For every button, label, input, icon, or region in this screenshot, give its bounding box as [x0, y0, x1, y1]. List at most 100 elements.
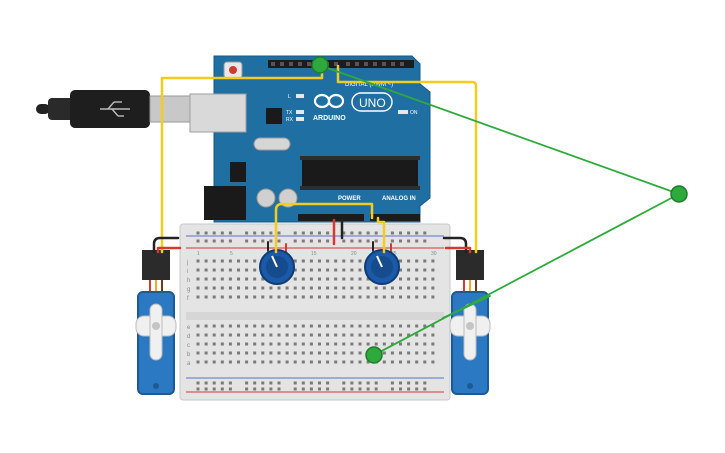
rail-hole[interactable] — [407, 239, 411, 243]
breadboard-hole[interactable] — [253, 333, 257, 337]
breadboard-hole[interactable] — [204, 333, 208, 337]
breadboard-hole[interactable] — [431, 286, 435, 290]
rail-hole[interactable] — [399, 381, 402, 385]
breadboard-hole[interactable] — [390, 286, 394, 290]
rail-hole[interactable] — [269, 381, 273, 385]
rail-hole[interactable] — [415, 231, 419, 235]
rail-hole[interactable] — [423, 381, 427, 385]
breadboard-hole[interactable] — [334, 351, 338, 355]
breadboard-hole[interactable] — [212, 342, 216, 346]
breadboard-hole[interactable] — [366, 286, 370, 290]
breadboard-hole[interactable] — [309, 286, 313, 290]
rail-hole[interactable] — [196, 231, 200, 235]
breadboard-hole[interactable] — [301, 360, 305, 364]
breadboard-hole[interactable] — [350, 342, 354, 346]
breadboard-hole[interactable] — [407, 333, 411, 337]
rail-hole[interactable] — [374, 387, 378, 391]
breadboard-hole[interactable] — [334, 333, 338, 337]
breadboard-hole[interactable] — [415, 351, 419, 355]
rail-hole[interactable] — [261, 239, 265, 243]
breadboard-hole[interactable] — [431, 324, 435, 328]
breadboard-hole[interactable] — [245, 277, 249, 281]
rail-hole[interactable] — [245, 231, 249, 235]
breadboard-hole[interactable] — [261, 295, 265, 299]
breadboard-hole[interactable] — [212, 295, 216, 299]
breadboard-hole[interactable] — [245, 333, 249, 337]
breadboard-hole[interactable] — [212, 324, 216, 328]
breadboard-hole[interactable] — [285, 351, 289, 355]
rail-hole[interactable] — [220, 381, 224, 385]
breadboard-hole[interactable] — [309, 277, 313, 281]
breadboard-hole[interactable] — [318, 286, 321, 290]
breadboard-hole[interactable] — [407, 324, 411, 328]
breadboard-hole[interactable] — [277, 360, 281, 364]
breadboard-hole[interactable] — [220, 360, 224, 364]
breadboard-hole[interactable] — [204, 277, 208, 281]
breadboard-hole[interactable] — [423, 333, 427, 337]
breadboard-hole[interactable] — [220, 259, 224, 263]
breadboard-hole[interactable] — [269, 351, 273, 355]
breadboard-hole[interactable] — [415, 277, 419, 281]
breadboard-hole[interactable] — [228, 268, 232, 272]
breadboard-hole[interactable] — [318, 295, 321, 299]
breadboard-hole[interactable] — [196, 259, 200, 263]
breadboard-hole[interactable] — [277, 342, 281, 346]
breadboard-hole[interactable] — [326, 360, 330, 364]
rail-hole[interactable] — [318, 387, 321, 391]
breadboard-hole[interactable] — [390, 351, 394, 355]
breadboard-hole[interactable] — [350, 277, 354, 281]
rail-hole[interactable] — [212, 231, 216, 235]
breadboard-hole[interactable] — [358, 360, 362, 364]
breadboard-hole[interactable] — [204, 324, 208, 328]
rail-hole[interactable] — [269, 231, 273, 235]
breadboard-hole[interactable] — [301, 324, 305, 328]
rail-hole[interactable] — [196, 387, 200, 391]
breadboard-hole[interactable] — [366, 277, 370, 281]
breadboard-hole[interactable] — [228, 351, 232, 355]
rail-hole[interactable] — [212, 387, 216, 391]
rail-hole[interactable] — [374, 231, 378, 235]
rail-hole[interactable] — [358, 231, 362, 235]
rail-hole[interactable] — [342, 239, 346, 243]
breadboard-hole[interactable] — [196, 360, 200, 364]
breadboard-hole[interactable] — [423, 324, 427, 328]
rail-hole[interactable] — [277, 239, 281, 243]
breadboard-hole[interactable] — [277, 333, 281, 337]
wire-handle-bottom[interactable] — [365, 346, 383, 364]
breadboard-hole[interactable] — [431, 259, 435, 263]
breadboard-hole[interactable] — [277, 351, 281, 355]
breadboard-hole[interactable] — [415, 259, 419, 263]
breadboard-hole[interactable] — [431, 351, 435, 355]
rail-hole[interactable] — [326, 387, 330, 391]
breadboard-hole[interactable] — [301, 342, 305, 346]
rail-hole[interactable] — [204, 239, 208, 243]
breadboard-hole[interactable] — [350, 360, 354, 364]
rail-hole[interactable] — [366, 239, 370, 243]
wire-handle-top[interactable] — [311, 56, 329, 74]
breadboard-hole[interactable] — [358, 286, 362, 290]
breadboard-hole[interactable] — [374, 295, 378, 299]
rail-hole[interactable] — [358, 381, 362, 385]
breadboard-hole[interactable] — [228, 360, 232, 364]
breadboard-hole[interactable] — [204, 351, 208, 355]
breadboard-hole[interactable] — [318, 333, 321, 337]
rail-hole[interactable] — [261, 231, 265, 235]
rail-hole[interactable] — [277, 381, 281, 385]
breadboard-hole[interactable] — [261, 277, 265, 281]
breadboard-hole[interactable] — [390, 324, 394, 328]
breadboard-hole[interactable] — [399, 277, 402, 281]
breadboard-hole[interactable] — [228, 324, 232, 328]
breadboard-hole[interactable] — [277, 324, 281, 328]
breadboard-hole[interactable] — [374, 286, 378, 290]
rail-hole[interactable] — [415, 387, 419, 391]
rail-hole[interactable] — [309, 381, 313, 385]
breadboard-hole[interactable] — [237, 351, 240, 355]
rail-hole[interactable] — [399, 239, 402, 243]
breadboard-hole[interactable] — [358, 342, 362, 346]
breadboard-hole[interactable] — [293, 295, 297, 299]
rail-hole[interactable] — [293, 387, 297, 391]
breadboard-hole[interactable] — [309, 333, 313, 337]
breadboard-hole[interactable] — [212, 286, 216, 290]
rail-hole[interactable] — [358, 387, 362, 391]
breadboard-hole[interactable] — [407, 286, 411, 290]
